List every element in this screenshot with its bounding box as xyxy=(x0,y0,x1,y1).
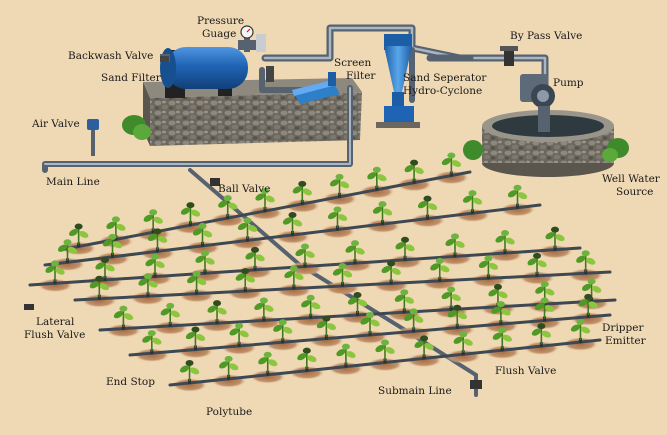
label-ball-valve: Ball Valve xyxy=(218,183,270,195)
label-sand-separator-line2: Hydro-Cyclone xyxy=(403,85,482,97)
label-sand-filter: Sand Filter xyxy=(101,72,161,84)
label-pump: Pump xyxy=(553,77,584,89)
label-dripper-emitter-line2: Emitter xyxy=(605,335,646,347)
label-screen-filter-line2: Filter xyxy=(346,70,375,82)
flush-valve-icon xyxy=(470,380,482,389)
label-pressure-gauge-line1: Pressure xyxy=(197,15,244,27)
label-lateral-flush-valve-line1: Lateral xyxy=(36,316,74,328)
label-backwash-valve: Backwash Valve xyxy=(68,50,153,62)
label-well-water-line2: Source xyxy=(616,186,653,198)
label-polytube: Polytube xyxy=(206,406,252,418)
label-by-pass-valve: By Pass Valve xyxy=(510,30,582,42)
label-well-water-line1: Well Water xyxy=(602,173,660,185)
label-air-valve: Air Valve xyxy=(32,118,80,130)
label-main-line: Main Line xyxy=(46,176,100,188)
label-end-stop: End Stop xyxy=(106,376,155,388)
lateral-flush-valve-icon xyxy=(24,304,34,310)
label-lateral-flush-valve-line2: Flush Valve xyxy=(24,329,85,341)
label-flush-valve: Flush Valve xyxy=(495,365,556,377)
label-sand-separator-line1: Sand Seperator xyxy=(403,72,486,84)
label-screen-filter-line1: Screen xyxy=(334,57,371,69)
label-dripper-emitter-line1: Dripper xyxy=(602,322,643,334)
label-submain-line: Submain Line xyxy=(378,385,452,397)
air-valve-icon xyxy=(87,119,99,156)
label-pressure-gauge-line2: Guage xyxy=(202,28,236,40)
